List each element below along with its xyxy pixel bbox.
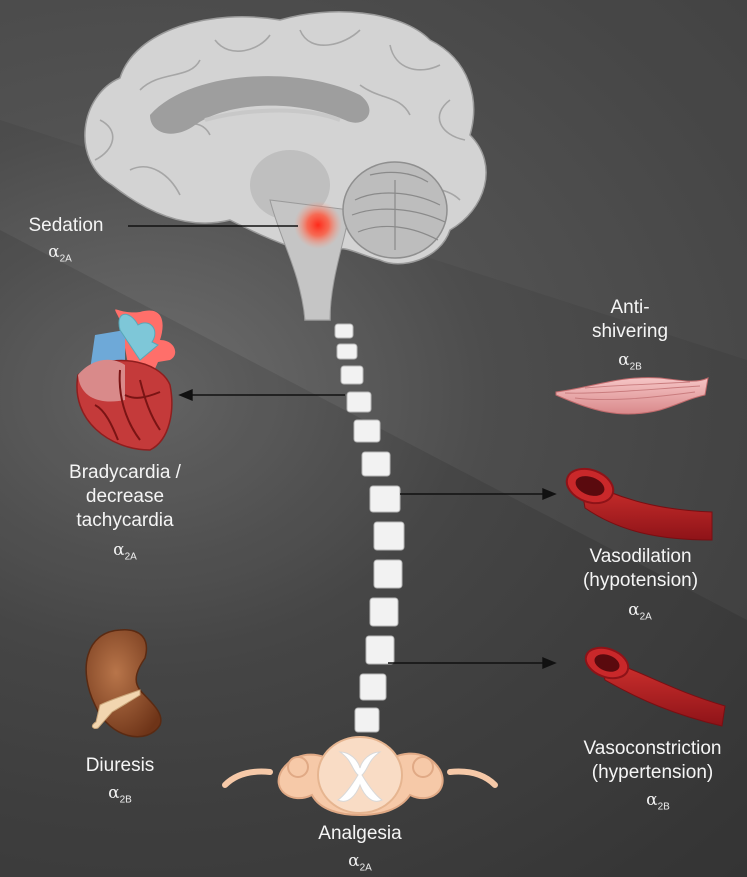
blood-vessel-icon [562, 463, 712, 540]
vasoconstriction-receptor: α2B [628, 790, 688, 812]
muscle-icon [556, 378, 708, 414]
vasoconstriction-arrowhead [543, 658, 555, 668]
heart-icon [77, 309, 175, 450]
sedation-label: Sedation [14, 214, 118, 238]
antishivering-label: Anti- shivering [565, 296, 695, 344]
vasodilation-label: Vasodilation (hypotension) [553, 545, 728, 593]
sedation-site-glow [294, 201, 342, 249]
vasoconstriction-label: Vasoconstriction (hypertension) [560, 737, 745, 785]
analgesia-receptor: α2A [330, 851, 390, 873]
brain-icon [85, 12, 486, 320]
vasodilation-receptor: α2A [610, 600, 670, 622]
kidney-icon [86, 630, 161, 737]
spinal-column-icon [335, 324, 404, 732]
diuresis-receptor: α2B [90, 783, 150, 805]
spinal-cord-section-icon [225, 737, 495, 815]
antishivering-receptor: α2B [600, 350, 660, 372]
bradycardia-receptor: α2A [95, 540, 155, 562]
bradycardia-arrowhead [180, 390, 192, 400]
bradycardia-label: Bradycardia / decrease tachycardia [30, 461, 220, 533]
connector-lines [128, 226, 555, 668]
blood-vessel-constricted-icon [582, 642, 725, 726]
analgesia-label: Analgesia [290, 822, 430, 846]
vasodilation-arrowhead [543, 489, 555, 499]
sedation-receptor: α2A [30, 242, 90, 264]
diuresis-label: Diuresis [60, 754, 180, 778]
